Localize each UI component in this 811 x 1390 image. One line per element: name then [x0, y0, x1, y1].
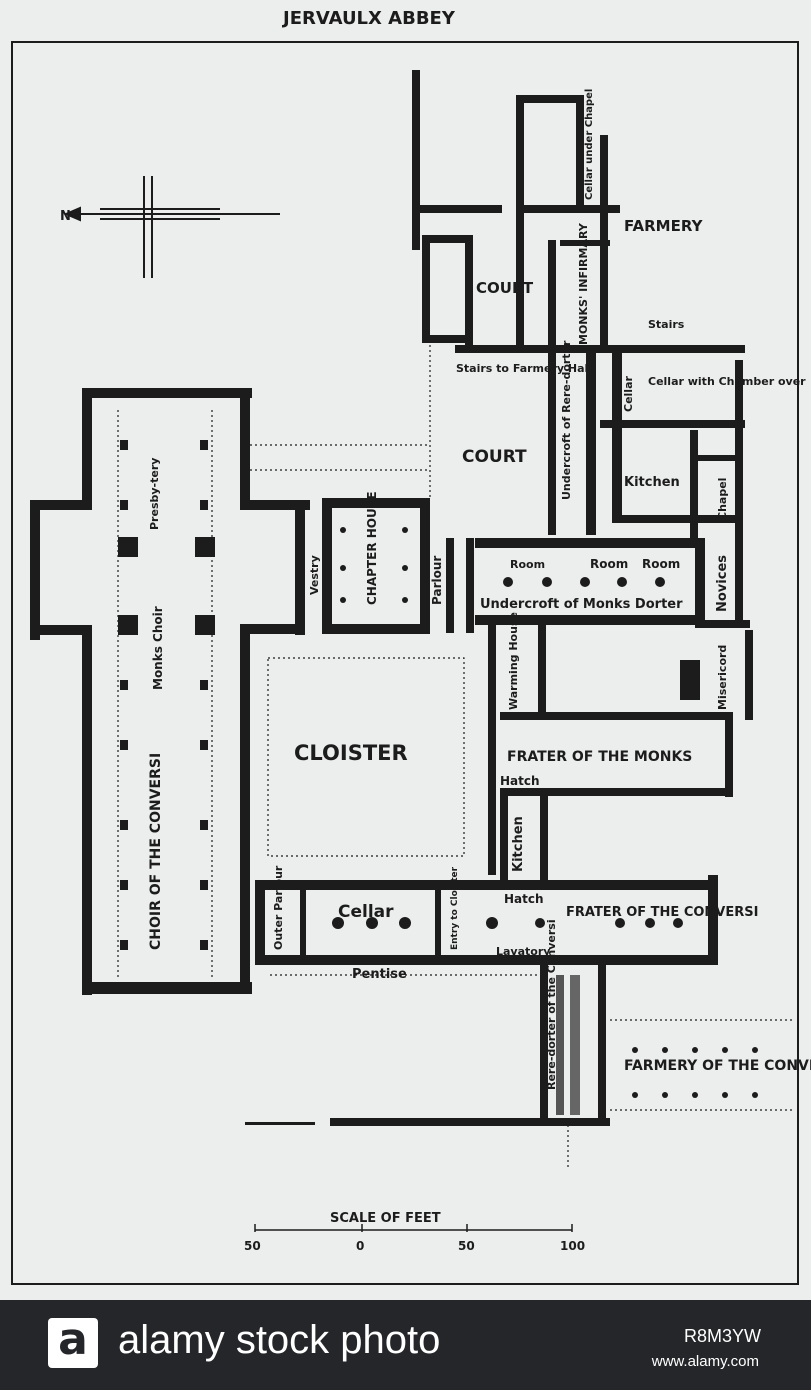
cellar-with-chamber-label: Cellar with Chamber over — [648, 375, 806, 388]
cellar-small-label: Cellar — [622, 376, 635, 412]
court-north-label: COURT — [476, 279, 534, 297]
undercroft-rere-dorter-label: Undercroft of Rere-dorter — [560, 340, 573, 500]
scale-caption: SCALE OF FEET — [330, 1211, 441, 1226]
farmery-conversi-label: FARMERY OF THE CONVERSI — [624, 1058, 811, 1074]
compass-arrow-icon — [63, 176, 280, 278]
rere-dorter-conversi-label: Rere-dorter of the Conversi — [545, 919, 558, 1090]
hatch-label-2: Hatch — [504, 892, 544, 906]
plan-border — [11, 41, 799, 1285]
chapter-house-label: CHAPTER HOUSE — [365, 491, 379, 605]
frater-monks-label: FRATER OF THE MONKS — [507, 749, 692, 765]
church-piers — [118, 440, 215, 950]
room-label-1: Room — [510, 558, 545, 571]
novices-label: Novices — [715, 555, 730, 612]
presbytery-label: Presby-tery — [148, 458, 161, 530]
court-south-label: COURT — [462, 447, 527, 467]
watermark-site: www.alamy.com — [651, 1353, 759, 1370]
frater-conversi-label: FRATER OF THE CONVERSI — [566, 905, 758, 920]
watermark-brand: alamy stock photo — [118, 1318, 441, 1362]
columns — [332, 527, 758, 1098]
choir-conversi-label: CHOIR OF THE CONVERSI — [148, 753, 164, 950]
stairs-label: Stairs — [648, 318, 685, 331]
warming-house-label: Warming House — [507, 612, 520, 710]
scale-tick-50-left: 50 — [244, 1239, 261, 1253]
stairs-to-farmery-hall-label: Stairs to Farmery Hall — [456, 362, 592, 375]
scale-tick-50: 50 — [458, 1239, 475, 1253]
dotted-outlines — [117, 340, 795, 1170]
cellar-main-label: Cellar — [338, 902, 394, 922]
undercroft-monks-dorter-label: Undercroft of Monks Dorter — [480, 597, 683, 612]
pentise-label: Pentise — [352, 967, 407, 982]
scale-tick-100: 100 — [560, 1239, 585, 1253]
monks-choir-label: Monks Choir — [151, 606, 165, 690]
misericord-label: Misericord — [716, 645, 729, 710]
scale-tick-0: 0 — [356, 1239, 364, 1253]
cellar-under-chapel-label: Cellar under Chapel — [584, 89, 595, 200]
image-id: R8M3YW — [683, 1326, 761, 1346]
room-label-2: Room — [590, 557, 628, 571]
farmery-label: FARMERY — [624, 217, 704, 235]
plan-title: JERVAULX ABBEY — [281, 8, 456, 29]
abbey-floor-plan: N — [11, 8, 811, 1285]
chapel-label: Chapel — [716, 478, 729, 520]
kitchen-west-label: Kitchen — [511, 816, 526, 872]
kitchen-east-label: Kitchen — [624, 475, 680, 490]
scale-bar — [254, 1224, 573, 1232]
compass-north-label: N — [60, 209, 71, 224]
hatch-label-1: Hatch — [500, 774, 540, 788]
lavatory-label: Lavatory — [496, 945, 550, 958]
outer-parlour-label: Outer Parlour — [272, 865, 285, 950]
alamy-logo-icon: a — [48, 1318, 98, 1368]
watermark-footer — [0, 1300, 811, 1390]
parlour-label: Parlour — [430, 556, 444, 605]
plan-page: N — [11, 8, 811, 1285]
monks-infirmary-label: MONKS' INFIRMARY — [577, 222, 590, 345]
room-label-3: Room — [642, 557, 680, 571]
entry-cloister-label: Entry to Cloister — [450, 866, 460, 950]
cloister-label: CLOISTER — [294, 741, 408, 765]
walls — [30, 70, 753, 1126]
vestry-label: Vestry — [308, 555, 321, 595]
